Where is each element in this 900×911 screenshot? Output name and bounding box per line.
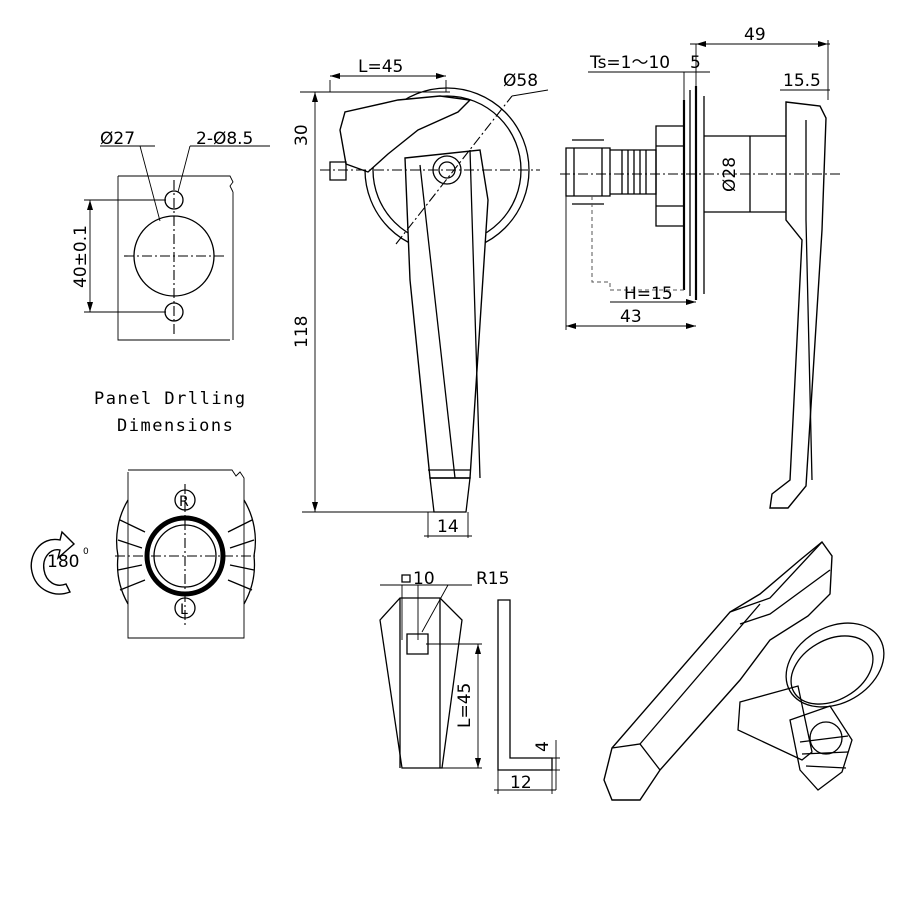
side-body-diameter: Ø28 (720, 157, 740, 192)
front-height-top: 30 (292, 124, 312, 146)
caption-line-2: Dimensions (117, 416, 234, 436)
front-height-total: 118 (292, 316, 312, 348)
rotation-angle: 180 (47, 552, 79, 572)
cam-width: 12 (510, 773, 532, 793)
cam-detail (379, 574, 560, 794)
rotation-view (30, 469, 257, 639)
front-lever-length: L=45 (358, 57, 403, 77)
side-depth: 43 (620, 307, 642, 327)
front-view (300, 73, 549, 538)
letter-r: R (179, 494, 189, 510)
side-view (560, 40, 840, 509)
front-diameter: Ø58 (503, 71, 538, 91)
caption-line-1: Panel Drlling (94, 389, 247, 409)
side-total-length: 49 (744, 25, 766, 45)
side-h-dimension: H=15 (624, 284, 673, 304)
rotation-degree-mark: 0 (83, 547, 89, 557)
letter-l: L (180, 602, 188, 618)
cam-radius: R15 (476, 569, 509, 589)
panel-drilling-view (84, 145, 270, 341)
drilling-bolt-holes: 2-Ø8.5 (196, 129, 253, 149)
side-tip: 15.5 (783, 71, 821, 91)
drilling-spacing: 40±0.1 (71, 225, 91, 288)
side-thickness: Ts=1～10 (589, 53, 670, 73)
drilling-hole-diameter: Ø27 (100, 129, 135, 149)
cam-square-size: 10 (413, 569, 435, 589)
front-width-bottom: 14 (437, 517, 459, 537)
cam-thickness: 4 (533, 741, 553, 752)
cam-length: L=45 (455, 683, 475, 728)
isometric-view (603, 540, 885, 801)
side-offset: 5 (690, 53, 701, 73)
